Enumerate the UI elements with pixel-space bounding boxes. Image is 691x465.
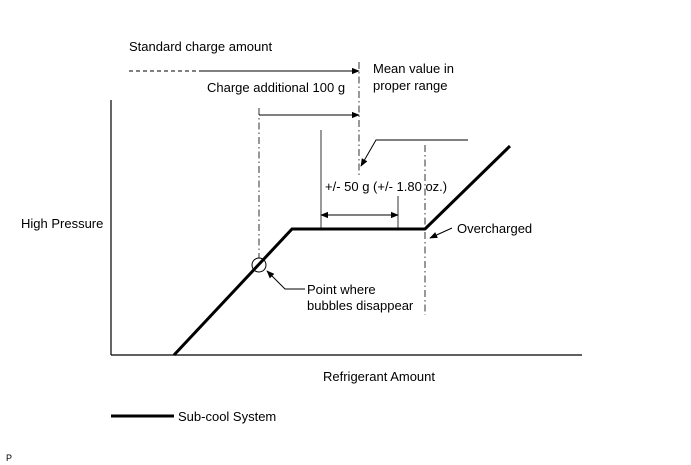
y-axis-label: High Pressure [21, 216, 103, 231]
bubbles-leader-arrow [266, 270, 305, 290]
charge-additional-label: Charge additional 100 g [207, 80, 345, 95]
mean-value-label-line2: proper range [373, 78, 447, 93]
x-axis-label: Refrigerant Amount [323, 369, 435, 384]
standard-charge-label: Standard charge amount [129, 39, 272, 54]
mean-value-leader [360, 139, 468, 167]
corner-mark: P [6, 453, 12, 463]
tolerance-label: +/- 50 g (+/- 1.80 oz.) [325, 179, 447, 194]
overcharged-label: Overcharged [457, 221, 532, 236]
subcool-curve [172, 144, 512, 357]
overcharged-leader-arrow [429, 227, 453, 239]
bubbles-label-line1: Point where [307, 282, 376, 297]
bubbles-label-line2: bubbles disappear [307, 298, 414, 313]
legend-label: Sub-cool System [178, 409, 276, 424]
mean-value-label-line1: Mean value in [373, 61, 454, 76]
